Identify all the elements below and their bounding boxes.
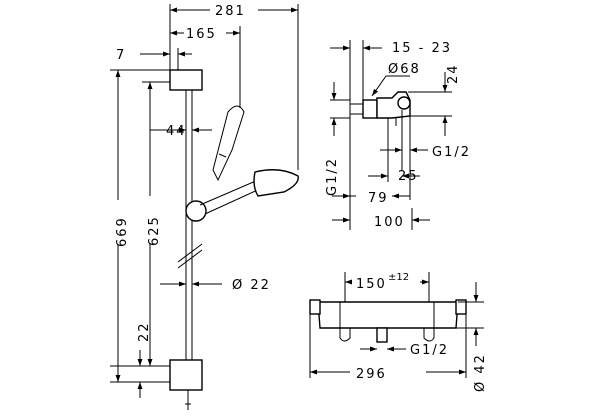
dim-150-tolerance: ±12 [388,272,409,283]
dim-44: 44 [166,124,187,139]
dim-669-group: 669 [110,69,170,383]
dim-24-group: 24 [408,63,461,136]
top-wall-bracket [169,69,203,91]
dim-g12-bottom: G1/2 [410,343,449,358]
dim-669: 669 [115,216,130,247]
connector-outlet [397,96,411,110]
shower-rail-assembly: Ø 22 [160,69,299,410]
slider-holder [185,200,207,222]
dim-44-group: 44 [150,124,212,139]
dim-7-group: 7 [116,48,192,70]
right-handle [455,299,467,315]
left-eccentric [339,328,351,342]
dim-g12-right: G1/2 [432,145,471,160]
dim-68-group: Ø68 [371,62,421,97]
dim-g12-bottom-group: G1/2 [360,343,449,358]
dim-296-group: 296 [309,314,467,382]
dim-15-23-group: 15 - 23 [330,40,452,230]
dim-625-group: 625 [142,81,170,366]
dim-g12-left: G1/2 [325,157,340,196]
handshower-head [253,169,299,197]
dim-100: 100 [374,215,405,230]
right-eccentric [423,328,435,342]
dim-22-vertical: 22 [137,321,152,342]
dim-diameter-22: Ø 22 [232,278,271,293]
dim-281: 281 [215,4,246,19]
dim-79-group: 79 [332,191,410,206]
outlet-connector [376,327,388,343]
rail-break-mark [177,243,203,263]
dim-150: 150 [356,277,387,292]
wall-connector-assembly [350,91,411,126]
dim-25: 25 [398,169,419,184]
dim-22v-group: 22 [110,321,170,398]
dim-g12-right-group: G1/2 [380,110,471,200]
dim-165: 165 [186,27,217,42]
dim-100-group: 100 [332,208,430,230]
dim-150-group: 150 ±12 [344,272,430,302]
dim-625: 625 [147,215,162,246]
dim-296: 296 [356,367,387,382]
dim-165-group: 165 [170,26,241,108]
dim-25-group: 25 [368,126,420,184]
connector-nut [362,99,378,119]
dim-24: 24 [446,63,461,84]
thermostat-body [317,301,459,329]
dim-15-23: 15 - 23 [392,41,452,56]
dim-diameter-68: Ø68 [388,62,421,77]
dim-79: 79 [368,191,389,206]
dim-281-group: 281 [169,4,299,170]
handshower-side-view [212,105,245,182]
dim-diameter-42: Ø 42 [473,353,488,392]
thermostat-assembly [309,299,467,343]
dim-7: 7 [116,48,126,63]
left-handle [309,299,321,315]
bottom-wall-bracket [169,359,203,391]
dim-42-group: Ø 42 [456,282,488,392]
handshower-arm [199,179,263,215]
dim-g12-left-group: G1/2 [325,82,350,196]
